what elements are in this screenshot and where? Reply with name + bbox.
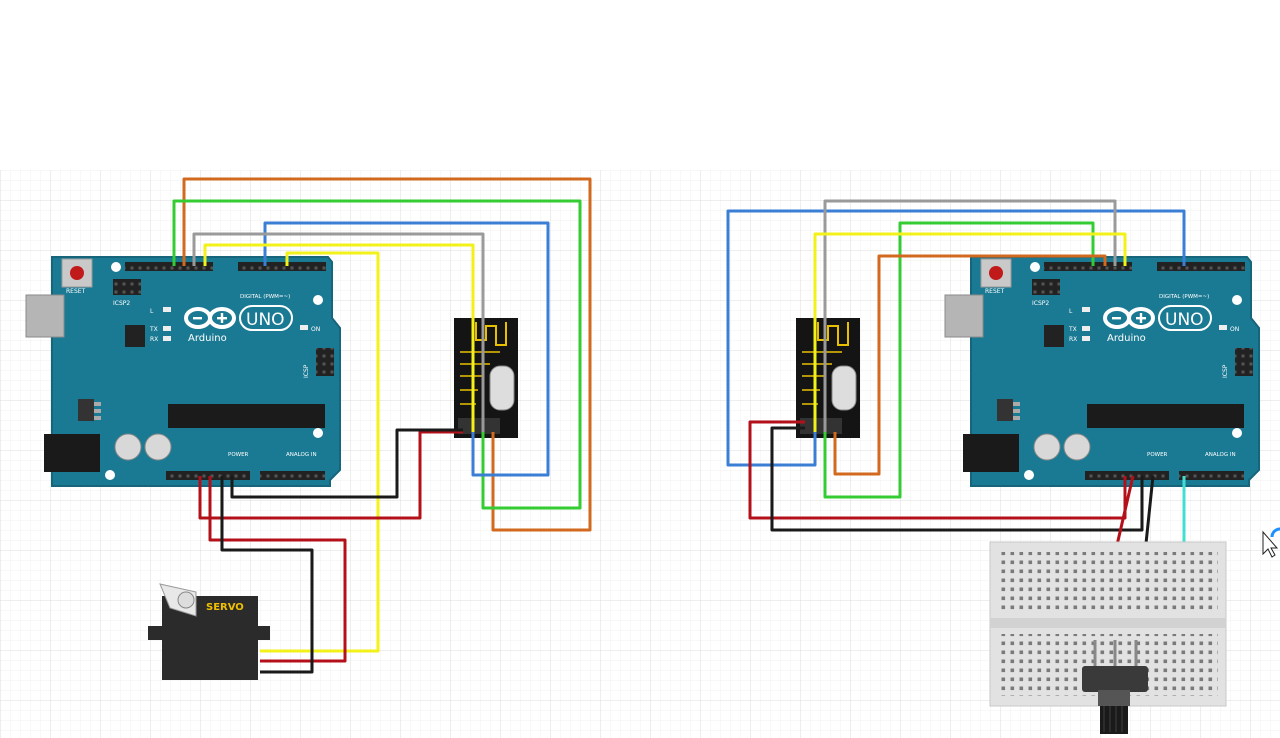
svg-text:RX: RX <box>1069 336 1077 343</box>
servo-label: SERVO <box>206 602 244 613</box>
icsp2-label: ICSP2 <box>113 300 130 307</box>
svg-text:ICSP: ICSP <box>1222 364 1229 378</box>
atmega-chip <box>168 404 325 428</box>
power-header <box>166 471 250 480</box>
mouse-pointer-icon <box>1262 530 1279 558</box>
arduino-logo: UNO Arduino <box>1103 305 1212 344</box>
board-model: UNO <box>246 310 285 330</box>
arduino-logo: UNO Arduino <box>184 305 293 344</box>
usb-chip <box>125 325 145 347</box>
arduino-board-left[interactable]: RESET ICSP2 DIGITAL (PWM=~) UNO Arduino … <box>25 256 341 487</box>
loading-spinner-icon <box>1270 527 1280 538</box>
digital-header-1 <box>125 262 213 271</box>
svg-text:POWER: POWER <box>1147 452 1168 458</box>
usb-connector <box>944 294 984 338</box>
svg-text:ANALOG IN: ANALOG IN <box>286 452 317 458</box>
digital-label: DIGITAL (PWM=~) <box>240 294 290 300</box>
svg-text:DIGITAL (PWM=~): DIGITAL (PWM=~) <box>1159 294 1209 300</box>
svg-text:ON: ON <box>1230 326 1239 333</box>
svg-text:Arduino: Arduino <box>1107 333 1146 344</box>
servo-motor[interactable]: SERVO <box>148 583 270 680</box>
potentiometer[interactable] <box>1082 640 1148 734</box>
svg-text:ICSP2: ICSP2 <box>1032 300 1049 307</box>
on-label: ON <box>311 326 320 333</box>
rf-module-right[interactable] <box>796 318 860 438</box>
usb-connector <box>25 294 65 338</box>
svg-text:ANALOG IN: ANALOG IN <box>1205 452 1236 458</box>
board-maker: Arduino <box>188 333 227 344</box>
svg-text:ICSP: ICSP <box>303 364 310 378</box>
svg-text:UNO: UNO <box>1165 310 1204 330</box>
digital-header-2 <box>238 262 326 271</box>
breadboard[interactable] <box>989 541 1227 707</box>
svg-text:RESET: RESET <box>985 288 1005 295</box>
power-jack <box>44 434 100 472</box>
analog-header <box>260 471 325 480</box>
reset-label: RESET <box>66 288 86 295</box>
svg-text:RX: RX <box>150 336 158 343</box>
arduino-board-right[interactable]: RESET ICSP2 DIGITAL (PWM=~) UNO Arduino … <box>944 256 1260 487</box>
rf-module-left[interactable] <box>454 318 518 438</box>
svg-text:POWER: POWER <box>228 452 249 458</box>
svg-text:TX: TX <box>1068 326 1077 333</box>
wires-left <box>172 177 592 674</box>
svg-text:L: L <box>1069 308 1073 315</box>
svg-text:TX: TX <box>149 326 158 333</box>
svg-text:L: L <box>150 308 154 315</box>
power-jack <box>963 434 1019 472</box>
wires-right <box>726 199 1186 641</box>
